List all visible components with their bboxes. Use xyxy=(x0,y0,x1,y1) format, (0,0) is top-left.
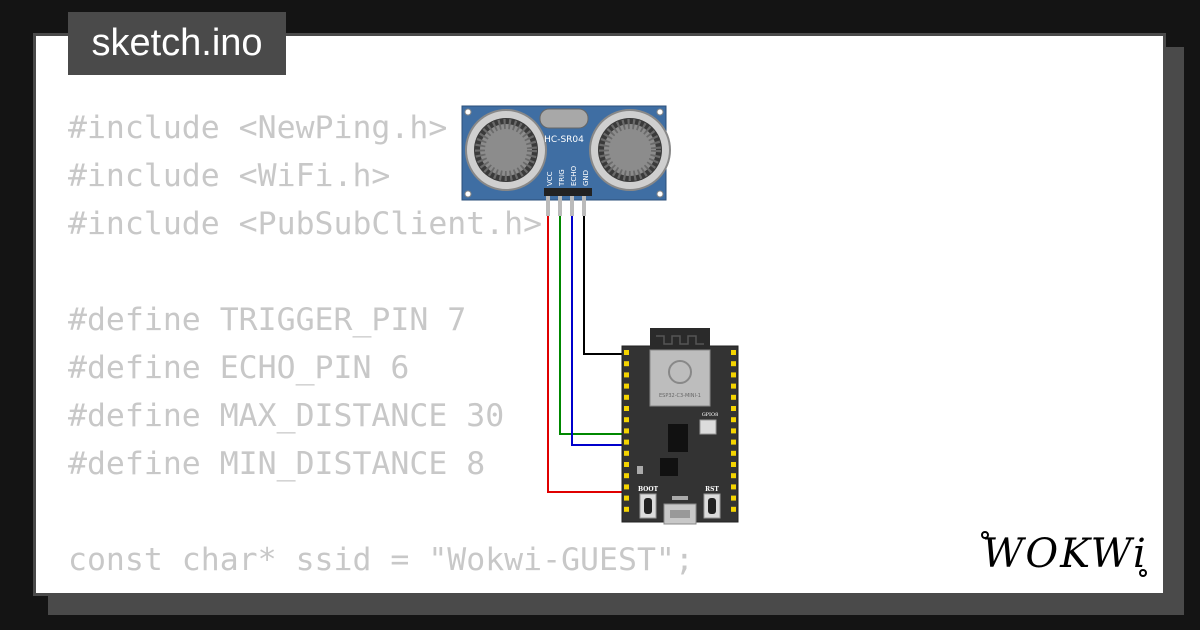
code-line: const char* password = ""; xyxy=(68,584,694,593)
gpio-label: GPIO8 xyxy=(702,412,719,418)
boot-label: BOOT xyxy=(638,486,659,493)
pin-gnd[interactable] xyxy=(582,196,586,216)
pin-header xyxy=(544,188,592,196)
usb-port xyxy=(670,510,690,518)
boot-button-cap[interactable] xyxy=(644,498,652,514)
module-label: ESP32-C3-MINI-1 xyxy=(659,393,701,399)
crystal-oscillator xyxy=(539,108,589,129)
espressif-logo-icon xyxy=(668,360,692,384)
header-pin[interactable] xyxy=(624,361,629,367)
header-pin[interactable] xyxy=(624,406,629,411)
wokwi-logo: WOKWi xyxy=(981,531,1148,577)
transducer-right-mesh xyxy=(604,124,656,176)
code-line: #define TRIGGER_PIN 7 xyxy=(68,302,467,338)
header-pin[interactable] xyxy=(624,383,629,389)
header-pin[interactable] xyxy=(731,361,736,367)
code-preview: #include <NewPing.h> #include <WiFi.h> #in… xyxy=(68,104,694,593)
header-pin[interactable] xyxy=(624,350,629,355)
header-pin[interactable] xyxy=(731,484,736,490)
header-pin[interactable] xyxy=(731,406,736,411)
header-pin[interactable] xyxy=(731,439,736,445)
mount-hole xyxy=(464,108,472,116)
header-pin[interactable] xyxy=(624,484,629,490)
code-line: #define MAX_DISTANCE 30 xyxy=(68,398,505,434)
header-pin[interactable] xyxy=(731,506,736,512)
code-line: #define MIN_DISTANCE 8 xyxy=(68,446,486,482)
rst-button-cap[interactable] xyxy=(708,498,716,514)
module-shield xyxy=(649,349,711,407)
code-line: #include <NewPing.h> xyxy=(68,110,448,146)
wire-vcc[interactable] xyxy=(547,216,626,493)
esp32-c3-board[interactable]: ESP32-C3-MINI-1 GPIO8 BOOT RST xyxy=(621,328,739,525)
transducer-right-grid xyxy=(599,119,661,181)
file-tab[interactable]: sketch.ino xyxy=(68,12,286,75)
transducer-left-mesh xyxy=(480,124,532,176)
header-pin[interactable] xyxy=(731,428,736,434)
header-pin[interactable] xyxy=(624,450,629,456)
pin-label-gnd: GND xyxy=(582,170,590,186)
header-pin[interactable] xyxy=(624,495,629,501)
code-line: #define ECHO_PIN 6 xyxy=(68,350,410,386)
antenna-trace xyxy=(656,335,704,345)
usb-chip xyxy=(660,458,678,476)
sensor-model-label: HC-SR04 xyxy=(544,135,584,145)
code-line: const char* ssid = "Wokwi-GUEST"; xyxy=(68,542,694,578)
header-pin[interactable] xyxy=(731,394,736,400)
header-pin[interactable] xyxy=(624,439,629,445)
code-line: #include <WiFi.h> xyxy=(68,158,391,194)
mount-hole xyxy=(464,190,472,198)
logo-dot-icon xyxy=(1139,569,1147,577)
hc-sr04-sensor[interactable]: HC-SR04 VCC TRIG ECHO GND xyxy=(461,105,671,216)
pin-echo[interactable] xyxy=(570,196,574,216)
header-pin[interactable] xyxy=(624,462,629,467)
pin-trig[interactable] xyxy=(558,196,562,216)
wire-gnd[interactable] xyxy=(583,216,626,355)
header-pin[interactable] xyxy=(731,450,736,456)
rst-label: RST xyxy=(705,486,719,493)
usb-pads xyxy=(672,496,688,500)
transducer-left-grid xyxy=(475,119,537,181)
header-pin[interactable] xyxy=(624,417,629,423)
header-pin[interactable] xyxy=(731,417,736,423)
header-pin[interactable] xyxy=(731,473,736,479)
right-pin-header xyxy=(731,350,736,512)
header-pin[interactable] xyxy=(624,473,629,479)
voltage-regulator xyxy=(668,424,688,452)
pin-vcc[interactable] xyxy=(546,196,550,216)
pin-label-trig: TRIG xyxy=(558,169,566,187)
header-pin[interactable] xyxy=(624,506,629,512)
header-pin[interactable] xyxy=(731,372,736,378)
logo-dot-icon xyxy=(981,531,989,539)
left-pin-header xyxy=(624,350,629,512)
mount-hole xyxy=(656,190,664,198)
header-pin[interactable] xyxy=(731,495,736,501)
header-pin[interactable] xyxy=(624,394,629,400)
pin-label-vcc: VCC xyxy=(546,171,554,186)
header-pin[interactable] xyxy=(731,383,736,389)
pin-label-echo: ECHO xyxy=(570,165,578,186)
power-led xyxy=(637,466,643,474)
header-pin[interactable] xyxy=(624,428,629,434)
header-pin[interactable] xyxy=(731,462,736,467)
header-pin[interactable] xyxy=(731,350,736,355)
mount-hole xyxy=(656,108,664,116)
wokwi-logo-text: WOKWi xyxy=(982,531,1148,577)
header-pin[interactable] xyxy=(624,372,629,378)
code-line: #include <PubSubClient.h> xyxy=(68,206,543,242)
rgb-led xyxy=(699,419,717,435)
